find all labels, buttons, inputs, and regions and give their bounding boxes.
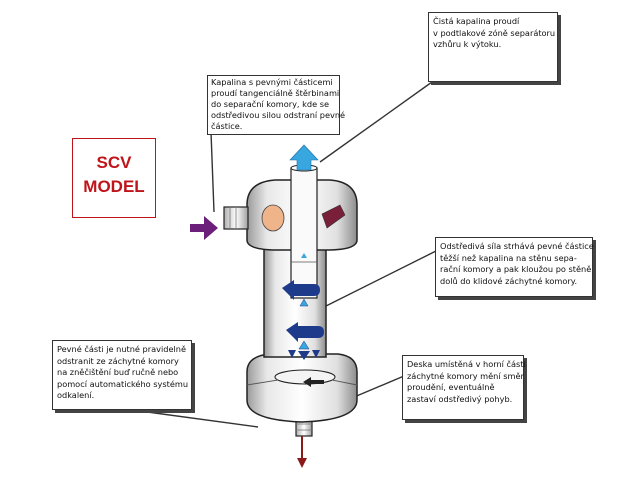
flow-arrows <box>282 253 324 387</box>
model-label: SCV MODEL <box>72 138 156 218</box>
up-arrow-small-2 <box>299 298 309 307</box>
inlet-insert <box>261 204 285 232</box>
callout-text: proudění, eventuálně <box>407 382 495 392</box>
down-arrow-mid <box>298 351 310 360</box>
outlet-pipe <box>290 167 318 299</box>
callout-drain: Pevné části je nutné pravidelně odstrani… <box>52 340 192 410</box>
model-label-line1: SCV <box>96 153 132 172</box>
callout-clean-outflow: Čistá kapalina proudí v podtlakové zóně … <box>428 12 558 82</box>
leader-centrifugal <box>321 249 439 309</box>
leader-drain <box>139 410 259 428</box>
callout-text: Čistá kapalina proudí <box>433 16 520 26</box>
callout-text: v podtlakové zóně separátoru <box>433 27 556 38</box>
callout-text: vzhůru k výtoku. <box>433 39 502 49</box>
callout-text: částice. <box>211 121 243 131</box>
leader-top-right <box>319 81 433 163</box>
callout-text: do separační komory, kde se <box>211 99 330 109</box>
callout-text: odstředivou silou odstraní pevné <box>211 110 346 120</box>
model-label-line2: MODEL <box>83 177 145 196</box>
callout-text: rační komory a pak kloužou po stěně <box>440 264 592 274</box>
callout-text: Kapalina s pevnými částicemi <box>211 77 333 87</box>
callout-text: Odstředivá síla strhává pevné částice <box>440 241 594 251</box>
callout-deflector-plate: Deska umístěná v horní části záchytné ko… <box>402 355 526 420</box>
swirl-arrow-1 <box>282 280 320 300</box>
callout-text: záchytné komory mění směr <box>407 370 524 381</box>
swirl-arrow-lower <box>303 377 324 387</box>
leader-lines <box>139 81 439 428</box>
callout-text: odstranit ze záchytné komory <box>57 355 179 366</box>
callout-text: na zněčištění buď ručně nebo <box>57 367 179 377</box>
up-arrow-small-3 <box>298 340 310 350</box>
inlet-flow-arrow <box>190 216 218 240</box>
down-arrow-right <box>312 350 320 358</box>
swirl-arrow-2 <box>286 322 324 342</box>
callout-text: těžší než kapalina na stěnu sepa- <box>440 252 577 263</box>
tangential-slot <box>321 204 346 229</box>
outlet-flow-arrow <box>289 144 319 171</box>
callout-text: Pevné části je nutné pravidelně <box>57 344 186 354</box>
callout-text: Deska umístěná v horní části <box>407 359 526 369</box>
callout-centrifugal: Odstředivá síla strhává pevné částice tě… <box>435 237 594 297</box>
up-arrow-small-1 <box>301 253 307 258</box>
leader-inlet <box>210 131 215 213</box>
collection-chamber <box>246 353 358 423</box>
callout-inlet: Kapalina s pevnými částicemi proudí tang… <box>207 75 346 135</box>
down-arrow-left <box>288 350 296 358</box>
callout-text: pomocí automatického systému <box>57 378 189 389</box>
callout-text: zastaví odstředivý pohyb. <box>407 393 513 404</box>
callout-text: proudí tangenciálně štěrbinami <box>211 88 340 98</box>
callout-text: odkalení. <box>57 390 95 400</box>
drain-flow-arrow <box>297 458 307 468</box>
callout-text: dolů do klidové záchytné komory. <box>440 275 578 286</box>
